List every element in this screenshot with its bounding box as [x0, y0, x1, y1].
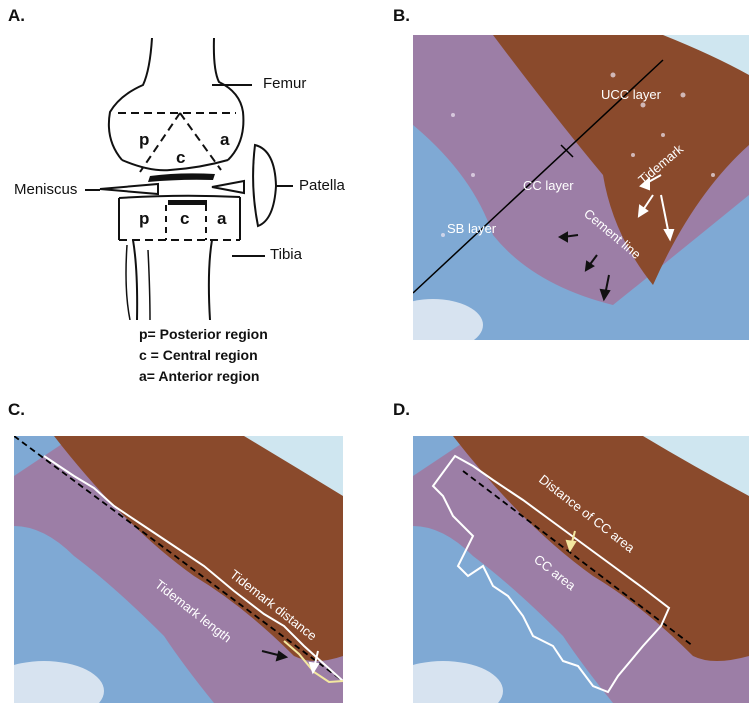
histology-image-d: Distance of CC area CC area [413, 436, 749, 703]
femur-label: Femur [263, 75, 307, 92]
region-a-tibia: a [217, 209, 227, 228]
region-p-femur: p [139, 130, 150, 149]
meniscus-label: Meniscus [14, 181, 78, 198]
tibia-label: Tibia [270, 246, 302, 263]
panel-c-letter: C. [8, 400, 25, 419]
knee-schematic [85, 37, 293, 320]
panel-d-letter: D. [393, 400, 410, 419]
sb-layer-label: SB layer [447, 221, 497, 236]
legend-anterior: a= Anterior region [139, 368, 260, 384]
panel-a-letter: A. [8, 6, 25, 25]
region-c-femur: c [176, 148, 186, 167]
panel-b-letter: B. [393, 6, 410, 25]
region-p-tibia: p [139, 209, 150, 228]
legend-central: c = Central region [139, 347, 258, 363]
cc-layer-label: CC layer [523, 178, 574, 193]
region-c-tibia: c [180, 209, 190, 228]
patella-label: Patella [299, 177, 345, 194]
ucc-layer-label: UCC layer [601, 87, 662, 102]
region-a-femur: a [220, 130, 230, 149]
histology-image-b: UCC layer CC layer Tidemark SB layer Cem… [413, 35, 749, 340]
legend-posterior: p= Posterior region [139, 326, 268, 342]
histology-image-c: Tidemark distance Tidemark length [14, 436, 343, 703]
